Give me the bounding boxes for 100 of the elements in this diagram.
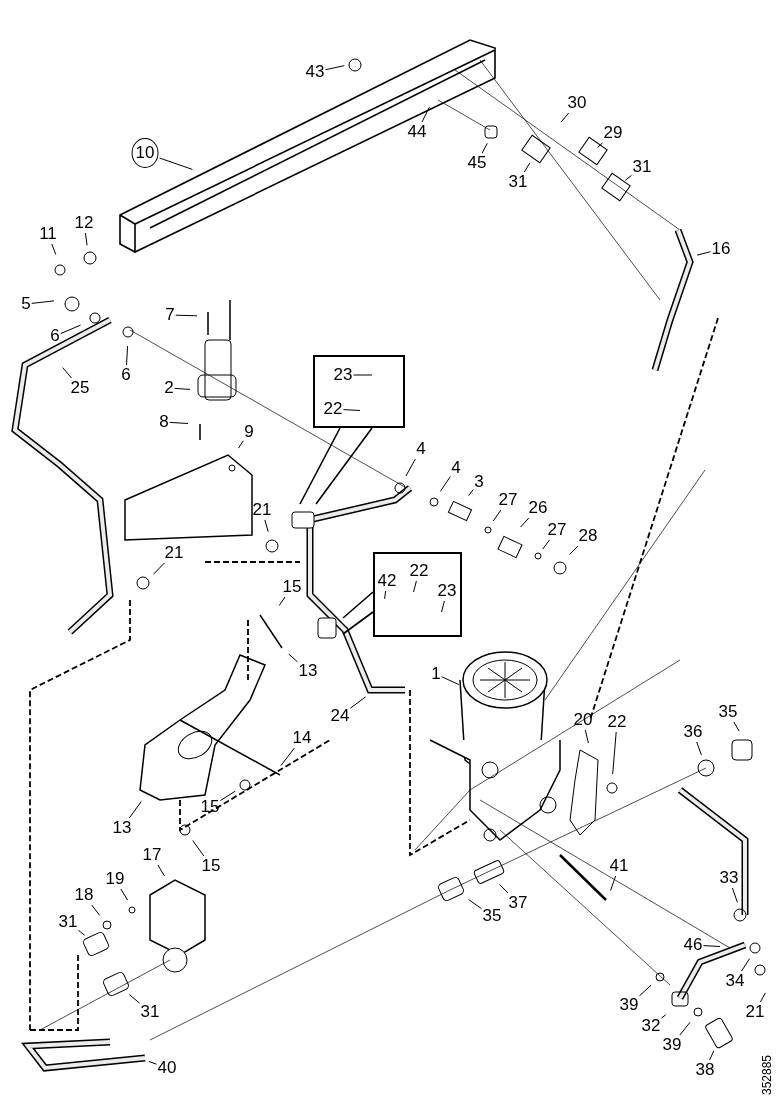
- callout-number: 42: [377, 572, 397, 590]
- leader-line: [175, 314, 198, 317]
- callout-number: 24: [330, 707, 350, 725]
- leader-line: [679, 1021, 691, 1036]
- leader-line: [481, 142, 488, 154]
- callout-number: 18: [74, 886, 94, 904]
- callout-number: 16: [711, 240, 731, 258]
- leader-line: [696, 741, 702, 756]
- callout-number: 39: [662, 1036, 682, 1054]
- leader-line: [264, 519, 269, 533]
- leader-line: [128, 994, 140, 1004]
- callout-number: 30: [567, 94, 587, 112]
- inset-frame: [313, 355, 405, 428]
- callout-number: 35: [482, 907, 502, 925]
- leader-line: [353, 374, 373, 376]
- callout-number: 15: [282, 578, 302, 596]
- callout-number: 31: [140, 1003, 160, 1021]
- leader-line: [91, 904, 101, 916]
- leader-line: [439, 476, 451, 492]
- callout-number: 9: [244, 423, 254, 441]
- callout-number: 25: [70, 379, 90, 397]
- leader-line: [584, 729, 589, 744]
- callout-number: 7: [165, 306, 175, 324]
- leader-line: [51, 243, 57, 255]
- leader-line: [84, 232, 88, 246]
- callout-number: 6: [121, 366, 131, 384]
- leader-line: [62, 367, 72, 379]
- leader-line: [696, 251, 711, 256]
- leader-line: [610, 875, 617, 891]
- callout-number: 4: [451, 459, 461, 477]
- callout-number: 15: [201, 857, 221, 875]
- callout-number: 23: [333, 366, 353, 384]
- leader-line: [542, 539, 550, 550]
- inset-frame: [373, 552, 462, 637]
- leader-line: [709, 1050, 715, 1061]
- callout-number: 8: [159, 413, 169, 431]
- leader-line: [384, 590, 387, 600]
- leader-line: [280, 747, 295, 767]
- callout-number: 27: [547, 521, 567, 539]
- callout-number: 19: [105, 870, 125, 888]
- inset-pointer: [342, 591, 374, 635]
- leader-line: [731, 887, 738, 903]
- leader-line: [60, 324, 82, 335]
- callout-number: 28: [578, 527, 598, 545]
- callout-number: 15: [200, 798, 220, 816]
- leader-line: [157, 864, 165, 877]
- leader-line: [733, 721, 740, 732]
- callout-number: 38: [695, 1061, 715, 1079]
- leader-line: [624, 174, 632, 181]
- callout-number: 22: [607, 713, 627, 731]
- callout-number: 2: [164, 379, 174, 397]
- leader-line: [499, 884, 509, 894]
- callout-number: 23: [437, 582, 457, 600]
- callout-number: 36: [683, 723, 703, 741]
- leader-line: [703, 945, 721, 947]
- leader-line: [238, 440, 244, 449]
- callout-number: 31: [508, 173, 528, 191]
- callout-number: 41: [609, 857, 629, 875]
- leader-line: [159, 157, 193, 170]
- callout-number: 5: [21, 295, 31, 313]
- leader-line: [405, 458, 416, 477]
- callout-number: 45: [467, 154, 487, 172]
- callout-number: 1: [431, 665, 441, 683]
- leader-line: [78, 929, 86, 936]
- leader-line: [325, 65, 345, 71]
- callout-number: 17: [142, 846, 162, 864]
- drawing-number: 352885: [760, 1054, 774, 1095]
- callout-number: 6: [50, 327, 60, 345]
- leader-line: [192, 840, 205, 857]
- leader-line: [569, 545, 579, 555]
- callout-number: 29: [603, 124, 623, 142]
- callout-number: 43: [305, 63, 325, 81]
- leader-line: [278, 596, 286, 606]
- callout-number: 37: [508, 894, 528, 912]
- callout-number: 40: [157, 1059, 177, 1077]
- leader-line: [148, 1061, 157, 1065]
- leader-line: [31, 300, 55, 304]
- leader-line: [169, 421, 189, 424]
- callout-number: 20: [573, 711, 593, 729]
- callout-number: 14: [292, 729, 312, 747]
- callout-number: 35: [718, 703, 738, 721]
- leader-line: [612, 731, 617, 775]
- callout-number: 26: [528, 499, 548, 517]
- callout-number: 22: [409, 562, 429, 580]
- leader-line: [128, 801, 142, 819]
- leader-line: [441, 676, 460, 686]
- leader-line: [413, 580, 417, 593]
- callout-number: 13: [298, 662, 318, 680]
- leader-line: [174, 387, 191, 390]
- callout-number: 21: [745, 1003, 765, 1021]
- leader-line: [153, 562, 165, 575]
- leader-line: [468, 899, 482, 910]
- leader-line: [421, 106, 430, 123]
- callout-number: 31: [58, 913, 78, 931]
- callout-number: 13: [112, 819, 132, 837]
- callout-number: 27: [498, 491, 518, 509]
- callout-number: 21: [164, 544, 184, 562]
- callout-number: 12: [74, 214, 94, 232]
- callout-number: 22: [323, 400, 343, 418]
- callout-number: 3: [474, 473, 484, 491]
